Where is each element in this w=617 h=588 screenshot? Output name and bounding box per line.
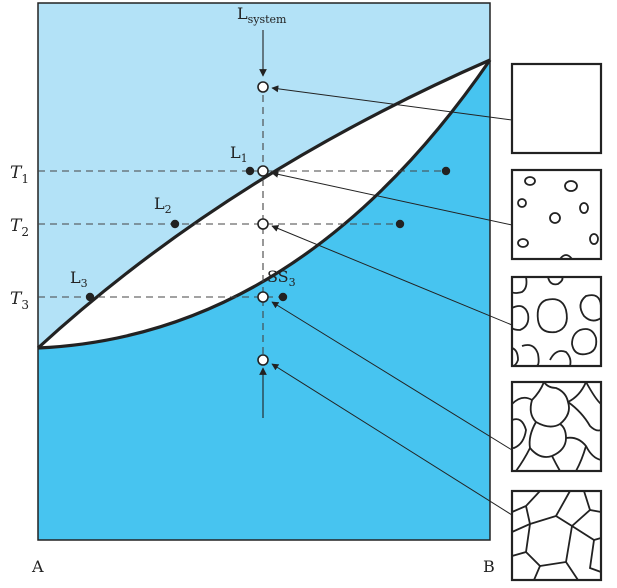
point-labels: Lsystem L1 L2 L3 SS3 <box>70 4 296 290</box>
leader-arrow-4 <box>271 301 513 451</box>
label-l3: L3 <box>70 268 88 290</box>
curve-points <box>85 166 451 302</box>
label-l1: L1 <box>230 143 248 165</box>
solidus-curve <box>37 59 492 350</box>
axis-label-b: B <box>483 557 495 576</box>
composition-points <box>257 81 269 366</box>
microstructure-1-liquid <box>510 62 603 155</box>
leader-arrows <box>271 85 513 516</box>
point-l3 <box>85 292 95 302</box>
point-l1 <box>245 166 255 176</box>
leader-arrow-3 <box>271 225 513 326</box>
axis-labels: A B <box>31 557 495 576</box>
leader-arrow-1 <box>271 85 513 121</box>
temperature-label-t1: T1 <box>10 163 29 186</box>
label-l-system: Lsystem <box>237 4 287 26</box>
point-ss3 <box>278 292 288 302</box>
temperature-label-t2: T2 <box>10 216 29 239</box>
point-t1 <box>257 165 269 177</box>
axis-label-a: A <box>31 557 44 576</box>
point-solidus-t2 <box>395 219 405 229</box>
point-l2 <box>170 219 180 229</box>
point-t2 <box>257 218 269 230</box>
liquidus-curve <box>36 58 491 350</box>
leader-arrow-5 <box>271 363 513 516</box>
diagram-frame <box>37 2 491 541</box>
point-solidus-t1 <box>441 166 451 176</box>
label-ss3: SS3 <box>267 267 296 289</box>
temperature-labels: T1 T2 T3 <box>10 163 29 312</box>
microstructure-3-growing-grains <box>510 275 603 368</box>
leader-arrow-2 <box>271 170 513 226</box>
microstructure-4-impinging-grains <box>510 380 603 473</box>
microstructure-5-solid-polycrystal <box>510 489 603 582</box>
label-l2: L2 <box>154 194 172 216</box>
tie-lines <box>38 170 446 298</box>
two-phase-region <box>38 60 490 348</box>
point-liquid <box>257 81 269 93</box>
point-t3 <box>257 291 269 303</box>
microstructure-2-nuclei <box>510 168 603 261</box>
point-solid <box>257 354 269 366</box>
temperature-label-t3: T3 <box>10 289 29 312</box>
